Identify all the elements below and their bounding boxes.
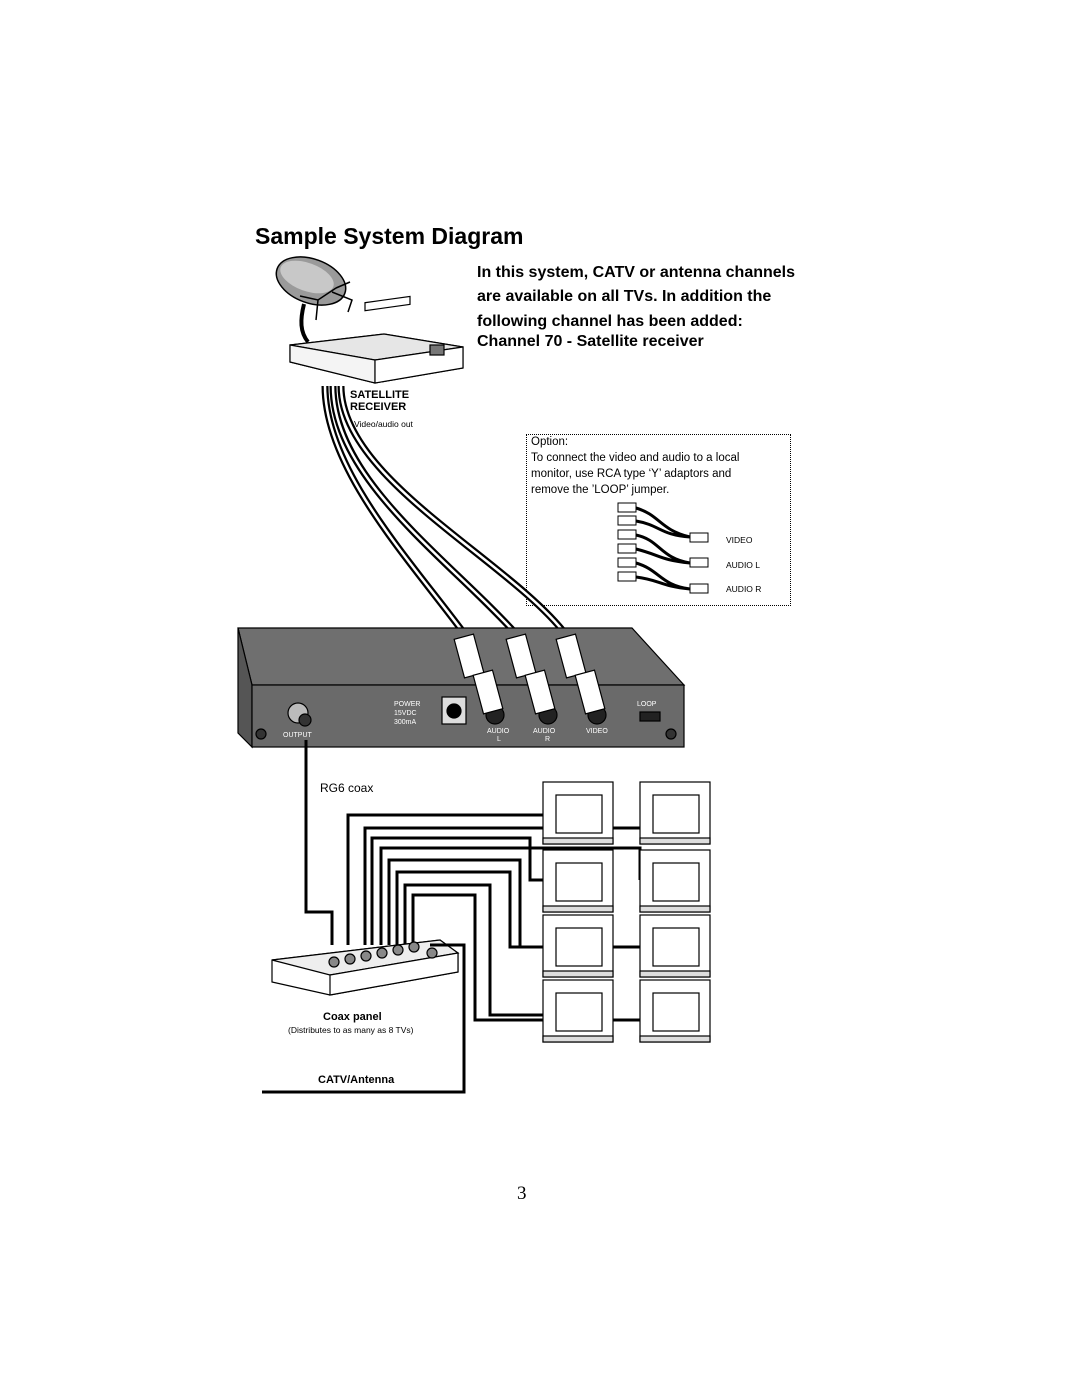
option-connector-audio-l: AUDIO L xyxy=(726,560,761,570)
coax-panel-label: Coax panel xyxy=(323,1011,382,1023)
coax-panel-icon xyxy=(271,939,460,996)
rca-plugs-icon xyxy=(453,633,606,715)
satellite-output-label: Video/audio out xyxy=(354,419,413,429)
tv-monitors xyxy=(542,781,711,1043)
cable-label: RG6 coax xyxy=(320,781,374,795)
power-label-3: 300mA xyxy=(394,719,417,726)
description-line-4: Channel 70 - Satellite receiver xyxy=(477,333,704,350)
output-port-label: OUTPUT xyxy=(283,732,313,739)
tv-icon xyxy=(639,979,711,1043)
modulator-unit xyxy=(237,627,686,749)
tv-icon xyxy=(639,914,711,978)
option-line-3: remove the ’LOOP’ jumper. xyxy=(531,484,670,496)
tv-icon xyxy=(542,979,614,1043)
option-connector-video: VIDEO xyxy=(726,535,753,545)
tv-icon xyxy=(542,849,614,913)
description-line-3: following channel has been added: xyxy=(477,313,743,330)
tv-icon xyxy=(542,914,614,978)
satellite-receiver-box xyxy=(289,295,464,384)
tv-icon xyxy=(542,781,614,845)
description-line-1: In this system, CATV or antenna channels xyxy=(477,264,795,281)
antenna-label: CATV/Antenna xyxy=(318,1074,395,1086)
tv-icon xyxy=(639,849,711,913)
coax-panel-sublabel: (Distributes to as many as 8 TVs) xyxy=(288,1025,414,1035)
page-title: Sample System Diagram xyxy=(255,223,524,249)
power-label-2: 15VDC xyxy=(394,710,417,717)
option-heading: Option: xyxy=(531,436,569,448)
output-coax-cable xyxy=(304,740,334,945)
tv-icon xyxy=(639,781,711,845)
option-connector-audio-r: AUDIO R xyxy=(726,584,762,594)
power-label-1: POWER xyxy=(394,701,420,708)
option-line-1: To connect the video and audio to a loca… xyxy=(531,452,740,464)
page-number: 3 xyxy=(517,1183,527,1204)
satellite-label-line-1: SATELLITE xyxy=(350,389,410,401)
loop-label: LOOP xyxy=(637,701,657,708)
audio-l-sub-label: L xyxy=(497,736,501,743)
description-line-2: are available on all TVs. In addition th… xyxy=(477,288,772,305)
audio-l-label: AUDIO xyxy=(487,728,510,735)
tv-distribution-cables xyxy=(346,813,642,1022)
audio-r-sub-label: R xyxy=(545,736,550,743)
satellite-dish-icon xyxy=(275,256,353,344)
option-line-2: monitor, use RCA type ‘Y’ adaptors and xyxy=(531,468,732,480)
satellite-label-line-2: RECEIVER xyxy=(350,401,407,413)
video-label: VIDEO xyxy=(586,728,608,735)
audio-r-label: AUDIO xyxy=(533,728,556,735)
